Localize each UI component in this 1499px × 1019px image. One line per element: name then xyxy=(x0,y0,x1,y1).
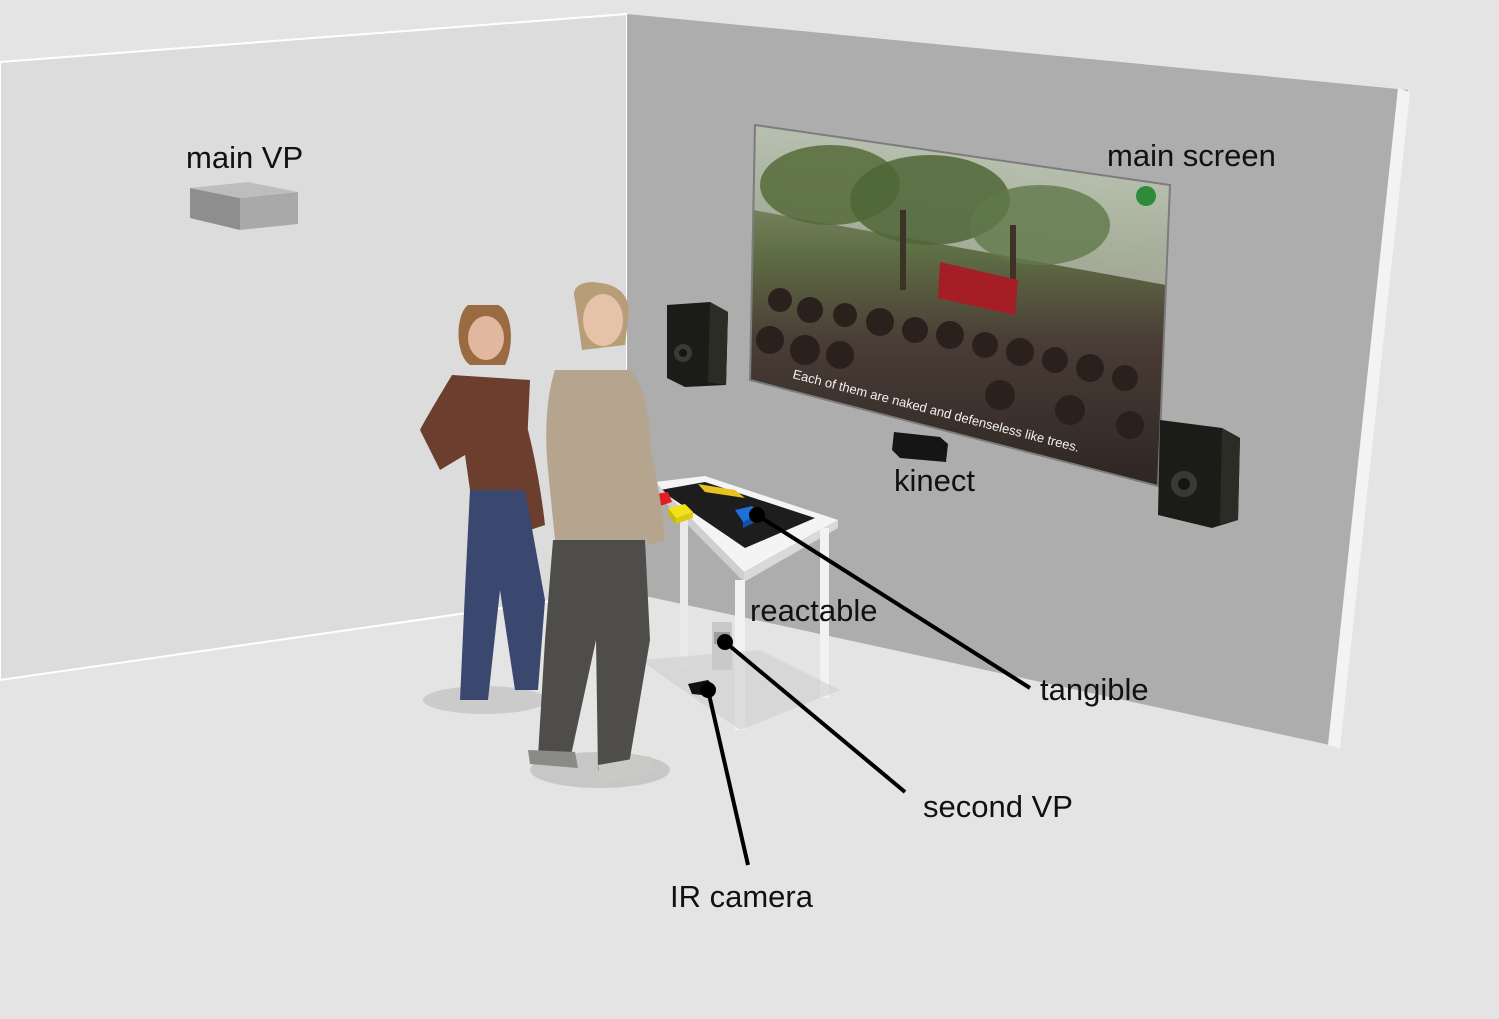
woman-figure xyxy=(420,305,547,714)
second-vp-leader-dot xyxy=(717,634,733,650)
main-screen-image: Each of them are naked and defenseless l… xyxy=(748,123,1172,488)
tangible-leader-dot xyxy=(749,507,765,523)
kinect-device xyxy=(892,432,948,462)
right-speaker xyxy=(1158,420,1240,528)
man-figure xyxy=(528,282,670,788)
ir-camera-leader-line xyxy=(706,689,750,866)
leader-lines xyxy=(700,507,1032,866)
left-speaker xyxy=(667,302,728,387)
tangible-leader-line xyxy=(755,513,1032,690)
tangible-label: tangible xyxy=(1040,672,1149,707)
second-vp-label: second VP xyxy=(923,789,1073,824)
back-wall-edge xyxy=(1328,88,1410,748)
ir-camera-leader-dot xyxy=(700,682,716,698)
main-vp-projector xyxy=(190,182,298,230)
main-vp-label: main VP xyxy=(186,140,304,175)
main-screen-label: main screen xyxy=(1107,138,1276,173)
second-vp-leader-line xyxy=(723,640,907,794)
ir-camera-label: IR camera xyxy=(670,879,813,914)
kinect-label: kinect xyxy=(894,463,975,498)
reactable-label: reactable xyxy=(750,593,878,628)
